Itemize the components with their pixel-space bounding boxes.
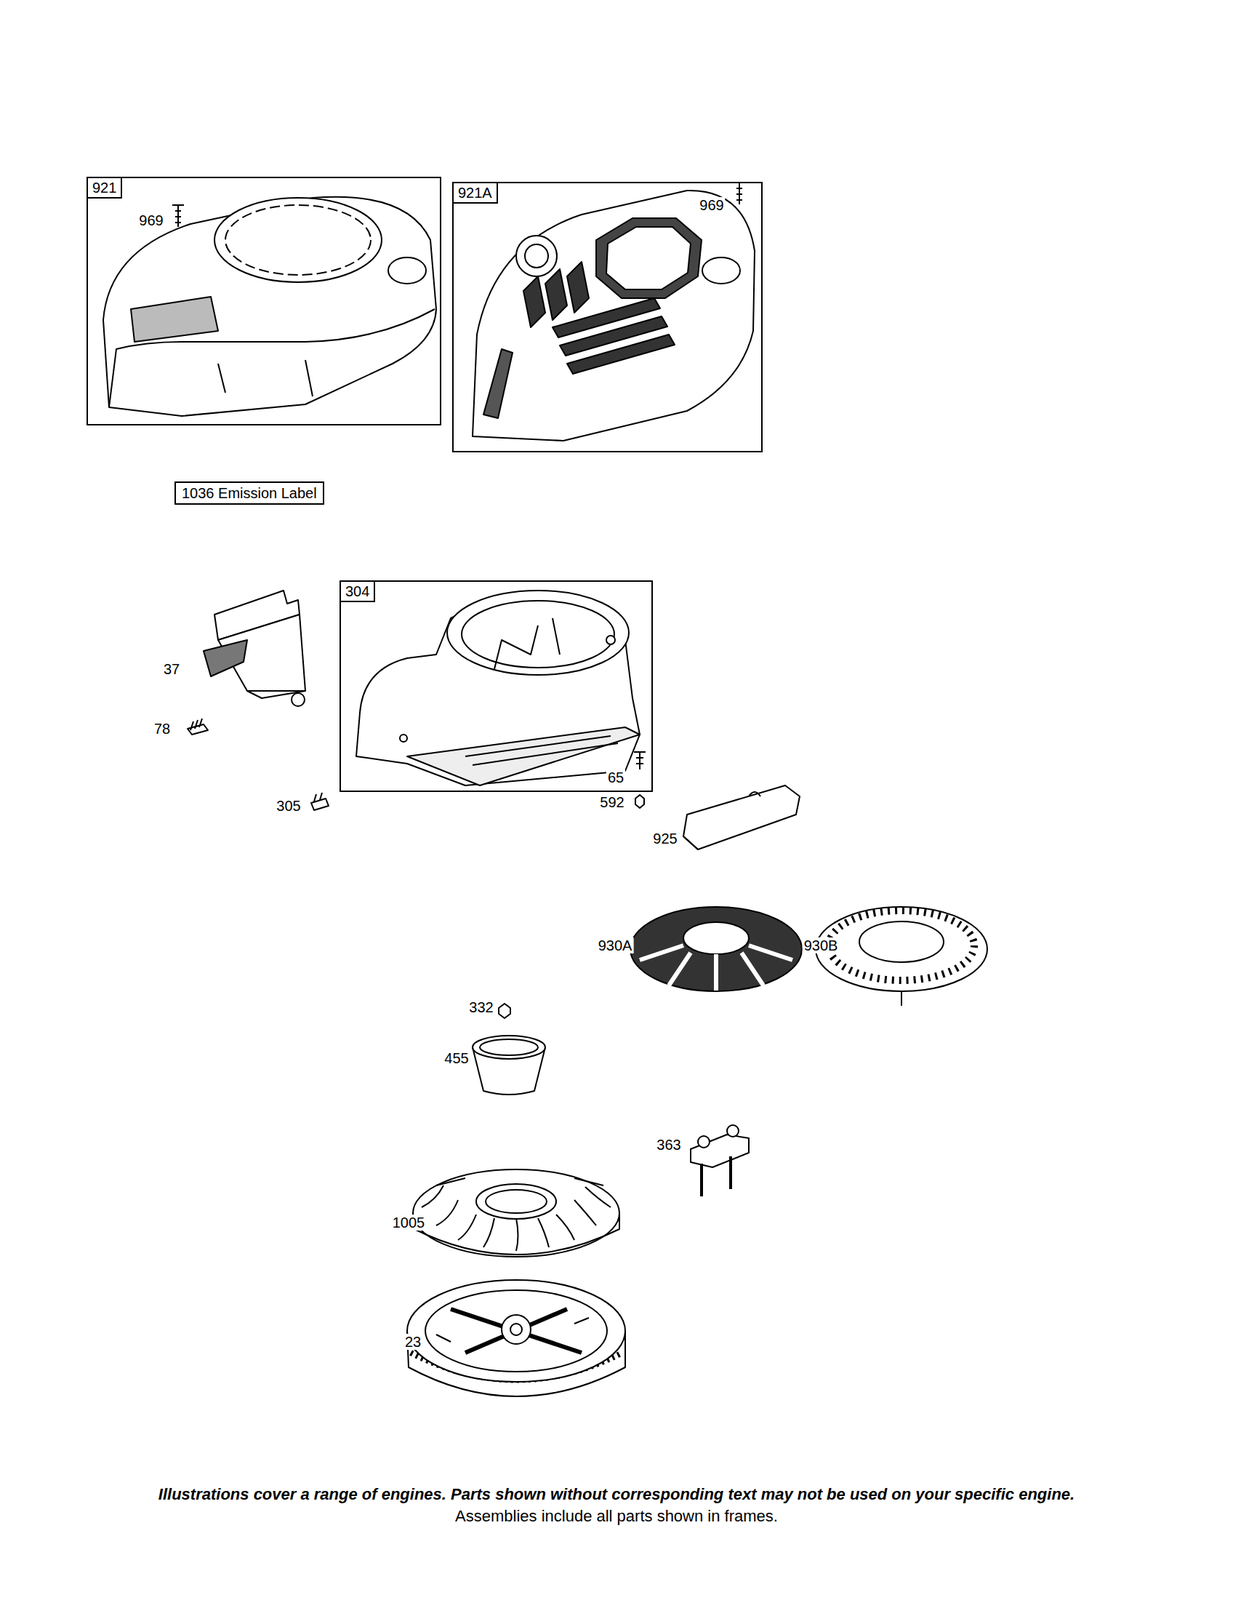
starter-cup <box>472 1003 546 1095</box>
rotating-screen <box>630 906 802 991</box>
callout-number: 930A <box>596 937 634 954</box>
frame-number: 304 <box>339 580 376 602</box>
blower-cover <box>472 182 755 441</box>
assembly-frame: 921A <box>452 181 763 453</box>
frame-number: 921 <box>86 176 123 199</box>
callout-number: 455 <box>442 1049 470 1066</box>
blower-cover <box>103 197 437 416</box>
callout-number: 930B <box>802 937 840 954</box>
blower-housing <box>311 590 646 810</box>
callout-number: 332 <box>467 998 495 1015</box>
shield <box>683 785 800 850</box>
callout-number: 37 <box>162 660 182 677</box>
assembly-frame: 304 <box>339 580 653 792</box>
fan <box>412 1169 620 1257</box>
callout-number: 23 <box>403 1333 423 1350</box>
callout-number: 969 <box>697 197 725 214</box>
callout-number: 1005 <box>391 1214 427 1231</box>
callout-number: 969 <box>137 212 165 229</box>
callout-number: 925 <box>651 830 679 847</box>
flywheel <box>407 1279 626 1396</box>
air-guide <box>187 590 306 735</box>
label-text: 1036 Emission Label <box>181 484 317 501</box>
bracket <box>690 1124 749 1196</box>
note-text: Assemblies include all parts shown in fr… <box>0 1506 1233 1526</box>
caption-text: Illustrations cover a range of engines. … <box>0 1484 1233 1504</box>
rotating-screen <box>815 906 988 1006</box>
frame-number: 921A <box>452 181 498 204</box>
label-box: 1036 Emission Label <box>174 481 325 505</box>
callout-number: 363 <box>655 1136 682 1153</box>
callout-number: 305 <box>274 797 302 814</box>
callout-number: 78 <box>152 720 172 737</box>
callout-number: 65 <box>606 769 626 786</box>
callout-number: 592 <box>598 793 626 810</box>
